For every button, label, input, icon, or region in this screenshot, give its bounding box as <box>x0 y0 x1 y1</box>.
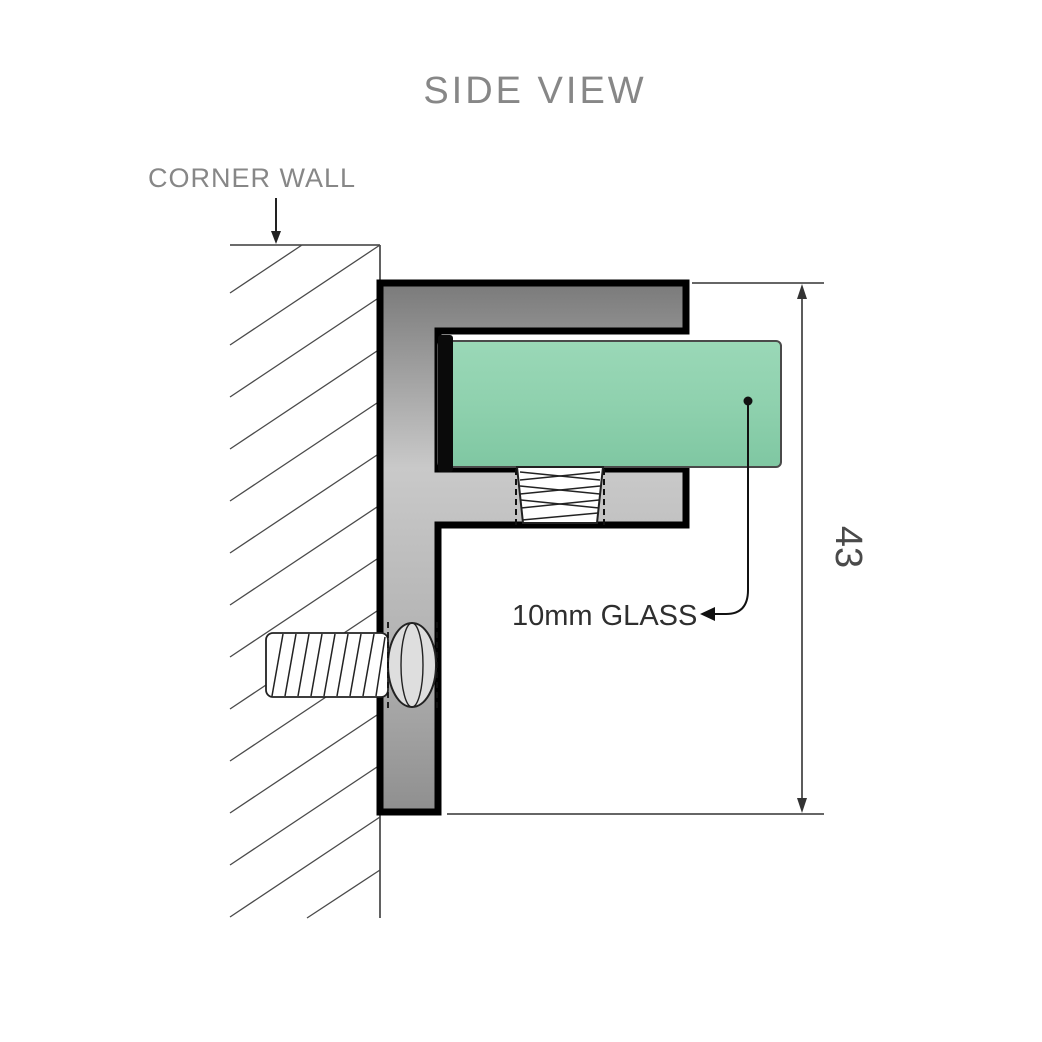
callout-arrowhead <box>700 607 715 621</box>
glass-panel <box>437 340 782 468</box>
wall-bracket <box>376 279 690 816</box>
screw-head <box>387 622 437 708</box>
wall-outline <box>230 244 381 918</box>
wall-screw <box>265 622 438 708</box>
callout-dot <box>743 396 753 406</box>
wall-hatching <box>229 244 381 919</box>
glass-callout: 10mm GLASS <box>512 396 753 632</box>
gasket <box>438 335 453 472</box>
drawing-title: SIDE VIEW <box>423 70 646 112</box>
dimension-height: 43 <box>447 282 869 815</box>
glass-callout-label: 10mm GLASS <box>512 600 697 632</box>
grub-screw <box>515 466 605 526</box>
corner-wall-arrow <box>271 198 281 244</box>
corner-wall-label: CORNER WALL <box>148 163 356 193</box>
dimension-label: 43 <box>827 526 869 568</box>
